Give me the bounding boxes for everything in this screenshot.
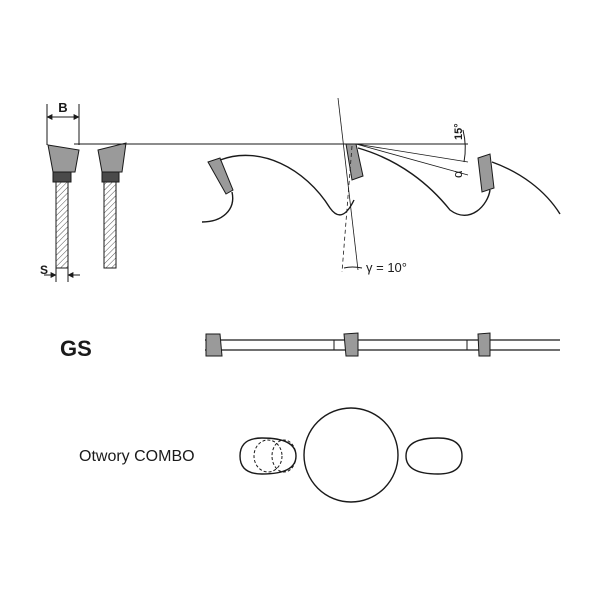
- tooth-back-2: [357, 147, 491, 216]
- tooth-profile-2: [345, 143, 491, 216]
- gs-tooth-3: [477, 332, 491, 357]
- angle-construction: γ = 10° 15° α: [337, 97, 469, 275]
- gullet-1: [201, 191, 234, 223]
- blade-body-section-1: [55, 181, 69, 269]
- profile-tooth-1: [207, 157, 234, 195]
- clearance-line: [355, 143, 469, 163]
- blade-body-section-2: [103, 181, 117, 269]
- combo-hole-left-inner-1: [253, 439, 283, 473]
- clearance-line-2: [355, 143, 469, 176]
- gamma-label: γ = 10°: [366, 260, 407, 275]
- tooth-back-1: [219, 154, 355, 216]
- combo-hole-left-inner-2: [271, 439, 297, 473]
- tooth-tip-2: [97, 142, 127, 173]
- tooth-shoulder-2: [101, 171, 120, 183]
- rake-line: [341, 145, 353, 273]
- gamma-arc: [343, 266, 363, 269]
- angle-15-label: 15°: [453, 123, 465, 140]
- profile-tooth-3: [477, 153, 495, 193]
- tooth-shoulder-1: [52, 171, 72, 183]
- radial-line: [337, 97, 359, 271]
- tooth-cross-section-1: B S: [40, 100, 80, 282]
- angle-15-arc: [462, 129, 466, 163]
- tooth-profile-1: [201, 154, 355, 223]
- combo-hole-left: [239, 437, 297, 475]
- dim-s-label: S: [40, 263, 48, 277]
- tooth-profile-3: [477, 153, 561, 215]
- grind-type-label: GS: [60, 336, 92, 361]
- combo-holes-label: Otwory COMBO: [79, 448, 195, 465]
- center-bore: [303, 407, 399, 503]
- dim-b-label: B: [58, 100, 67, 115]
- tooth-back-3: [491, 161, 561, 215]
- combo-hole-right: [405, 437, 463, 475]
- tooth-cross-section-2: [97, 142, 127, 269]
- combo-holes: [239, 407, 463, 503]
- gs-tooth-row: [205, 332, 560, 357]
- gs-tooth-2: [343, 332, 359, 357]
- tooth-tip-1: [47, 144, 80, 173]
- gs-tooth-1: [205, 333, 223, 357]
- alpha-label: α: [450, 170, 465, 178]
